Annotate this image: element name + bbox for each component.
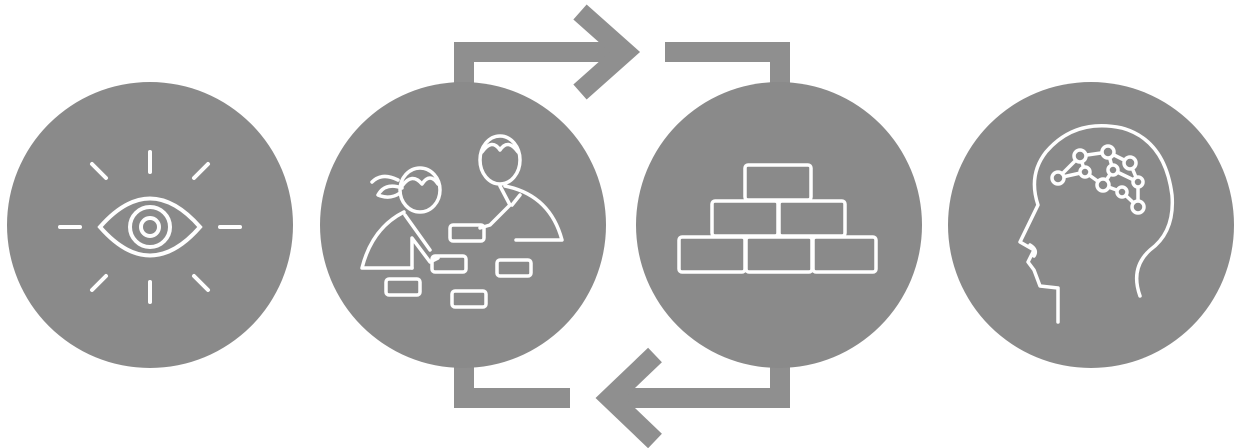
step-understand [948,82,1234,368]
connector-back-line [610,355,790,408]
step-observe-circle [7,82,293,368]
connector-back [454,347,790,448]
children-building-blocks-icon [360,134,564,309]
step-collaborate [320,82,606,368]
step-build [636,82,922,368]
eye-icon [58,150,242,304]
arrow-right-icon [573,4,641,100]
step-understand-circle [948,82,1234,368]
arrow-left-icon [595,347,662,448]
brick-pyramid-icon [677,163,878,274]
step-observe [7,82,293,368]
connector-back-tail [454,355,570,408]
connector-forward [454,4,790,100]
head-neural-network-icon [1018,124,1175,324]
